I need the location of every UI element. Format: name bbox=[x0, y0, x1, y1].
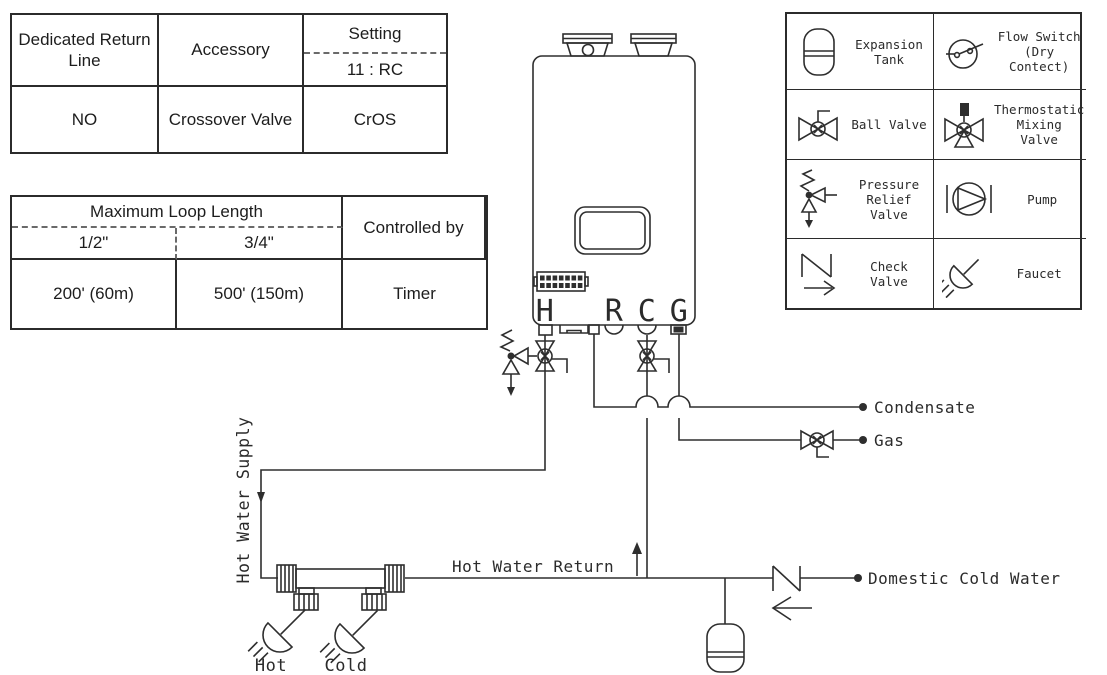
threaded-fitting-cold-out bbox=[361, 593, 387, 611]
flow-arrow-down bbox=[257, 492, 265, 503]
loop-length-title: Maximum Loop Length bbox=[12, 197, 343, 228]
legend-expansion-tank: Expansion Tank bbox=[787, 14, 934, 90]
legend-label: Faucet bbox=[1016, 266, 1062, 281]
pressure-relief-valve bbox=[499, 329, 537, 396]
legend-label: Flow Switch (Dry Contect) bbox=[997, 29, 1081, 74]
hot-water-return: Hot Water Return bbox=[452, 542, 642, 576]
setting-header-cell: Setting 11 : RC bbox=[304, 15, 446, 87]
setting-value: CrOS bbox=[353, 109, 397, 129]
pump-icon bbox=[940, 176, 998, 222]
domestic-cold-water-label: Domestic Cold Water bbox=[868, 569, 1061, 588]
threaded-fitting-hot-out bbox=[293, 593, 319, 611]
three-quarter-inch-header: 3/4" bbox=[177, 228, 343, 260]
accessory-header: Accessory bbox=[159, 15, 304, 87]
flow-switch-icon bbox=[940, 31, 992, 73]
gas-label: Gas bbox=[874, 431, 904, 450]
legend-pressure-relief-valve: Pressure Relief Valve bbox=[787, 160, 934, 239]
terminal-strip bbox=[533, 271, 589, 292]
legend-label: Expansion Tank bbox=[855, 36, 923, 67]
vent-pipe-left bbox=[562, 33, 613, 57]
ball-valve-icon bbox=[793, 104, 845, 146]
crossover-valve bbox=[276, 564, 405, 611]
cold-faucet bbox=[319, 609, 379, 664]
condensate-label: Condensate bbox=[874, 398, 975, 417]
threaded-fitting-left bbox=[276, 564, 297, 593]
legend-label: Ball Valve bbox=[851, 117, 927, 132]
faucet-icon bbox=[940, 250, 992, 298]
gas-line: Gas bbox=[678, 334, 904, 458]
control-display bbox=[574, 206, 651, 255]
gas-endpoint bbox=[859, 436, 867, 444]
setting-header: Setting bbox=[304, 15, 446, 54]
port-label-h: H bbox=[536, 294, 555, 329]
cold-water-main-line: Domestic Cold Water bbox=[405, 569, 1061, 588]
expansion-tank-icon bbox=[793, 25, 845, 79]
hot-water-supply-label: Hot Water Supply bbox=[234, 417, 253, 584]
gas-shutoff-valve bbox=[800, 429, 834, 458]
condensate-endpoint bbox=[859, 403, 867, 411]
controlled-by-value: Timer bbox=[393, 284, 436, 304]
three-quarter-inch-length: 500' (150m) bbox=[177, 260, 343, 328]
accessory-settings-table: Dedicated Return Line Accessory Setting … bbox=[10, 13, 448, 154]
pressure-relief-valve-icon bbox=[793, 167, 845, 231]
port-label-g: G bbox=[670, 294, 689, 329]
flow-arrow-left bbox=[771, 596, 792, 621]
hot-ball-valve bbox=[534, 340, 568, 373]
legend-pump: Pump bbox=[934, 160, 1087, 239]
port-label-r: R bbox=[605, 294, 624, 329]
half-inch-length: 200' (60m) bbox=[12, 260, 177, 328]
threaded-fitting-right bbox=[384, 564, 405, 593]
hot-faucet bbox=[247, 608, 307, 663]
controlled-by-header: Controlled by bbox=[343, 197, 486, 260]
accessory-value: Crossover Valve bbox=[159, 87, 304, 152]
cold-ball-valve bbox=[636, 340, 670, 373]
hot-faucet-label: Hot bbox=[255, 656, 287, 675]
loop-length-table: Maximum Loop Length Controlled by 1/2" 3… bbox=[10, 195, 488, 330]
thermostatic-mixing-valve-icon bbox=[940, 97, 992, 153]
vent-pipe-right bbox=[630, 33, 677, 57]
dedicated-return-line-header: Dedicated Return Line bbox=[12, 15, 159, 87]
half-inch-header: 1/2" bbox=[12, 228, 177, 260]
legend-thermostatic-mixing-valve: Thermostatic Mixing Valve bbox=[934, 90, 1087, 160]
expansion-tank bbox=[706, 578, 745, 673]
legend-flow-switch: Flow Switch (Dry Contect) bbox=[934, 14, 1087, 90]
legend-check-valve: Check Valve bbox=[787, 239, 934, 308]
check-valve bbox=[771, 565, 812, 621]
legend-label: Pump bbox=[1027, 191, 1058, 207]
hot-water-return-label: Hot Water Return bbox=[452, 557, 614, 576]
drain-arrow bbox=[507, 387, 515, 396]
legend-ball-valve: Ball Valve bbox=[787, 90, 934, 160]
water-heater-unit: H R C G bbox=[532, 33, 696, 336]
cold-water-endpoint bbox=[854, 574, 862, 582]
flow-arrow-up bbox=[632, 542, 642, 554]
legend-label: Thermostatic Mixing Valve bbox=[994, 102, 1085, 147]
legend-label: Pressure Relief Valve bbox=[858, 176, 920, 222]
legend-faucet: Faucet bbox=[934, 239, 1086, 308]
symbol-legend: Expansion Tank Flow Switch (Dry Contect)… bbox=[785, 12, 1087, 310]
setting-code: 11 : RC bbox=[346, 59, 404, 79]
hot-water-supply-pipe bbox=[257, 335, 546, 579]
cold-faucet-label: Cold bbox=[325, 656, 368, 675]
port-label-c: C bbox=[638, 294, 657, 329]
return-line-value: NO bbox=[12, 87, 159, 152]
check-valve-icon bbox=[793, 250, 845, 298]
condensate-line: Condensate bbox=[593, 334, 975, 417]
legend-label: Check Valve bbox=[870, 258, 908, 289]
